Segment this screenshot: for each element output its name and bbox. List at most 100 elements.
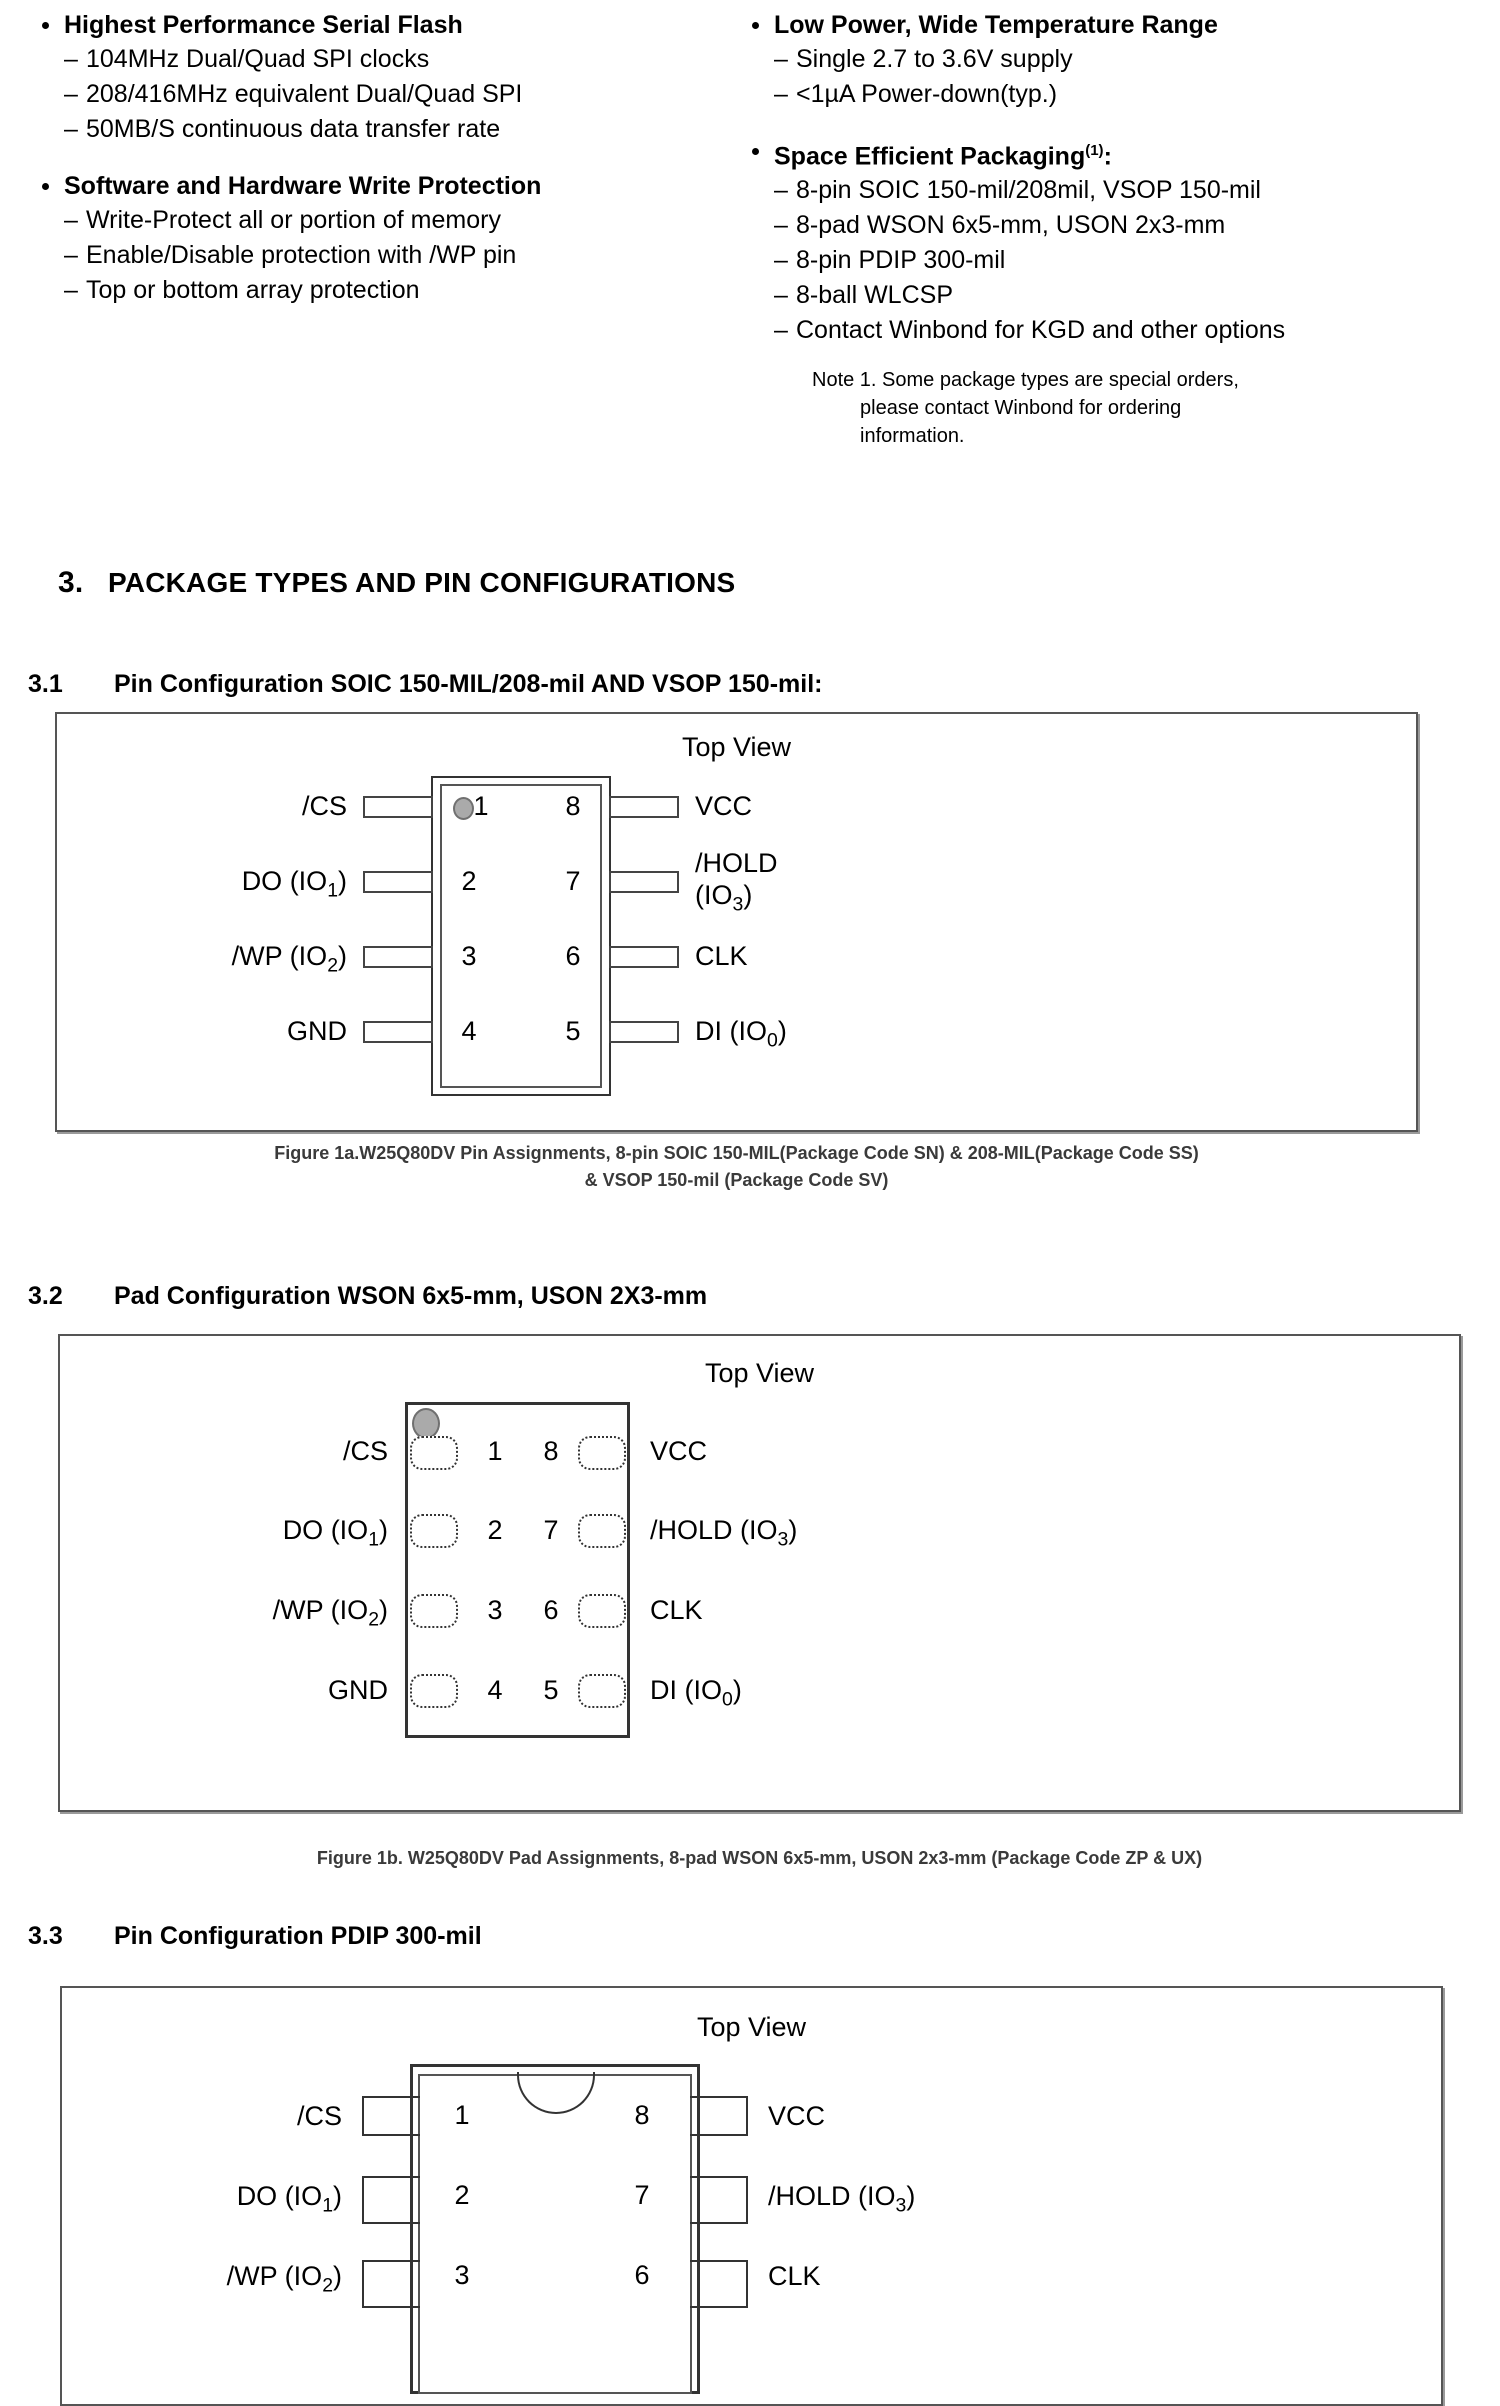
dash-icon: – xyxy=(64,206,78,234)
sub-bullet-text: 50MB/S continuous data transfer rate xyxy=(86,115,501,143)
bullet-group: Low Power, Wide Temperature Range – Sing… xyxy=(740,8,1480,112)
bullet-heading: Low Power, Wide Temperature Range xyxy=(740,8,1480,42)
sub-bullet-item: – Top or bottom array protection xyxy=(30,273,720,308)
pin-label-clk: CLK xyxy=(695,940,748,972)
pin-label-text: /HOLD (IO xyxy=(768,2181,896,2211)
bullet-heading-text: Highest Performance Serial Flash xyxy=(64,11,463,39)
pin-label-tail: ) xyxy=(379,1515,388,1545)
pin-label-subscript: 1 xyxy=(368,1528,379,1551)
section-heading: 3.PACKAGE TYPES AND PIN CONFIGURATIONS xyxy=(58,566,735,600)
figure-1b-caption: Figure 1b. W25Q80DV Pad Assignments, 8-p… xyxy=(58,1845,1461,1872)
subsection-heading-3-3: 3.3 Pin Configuration PDIP 300-mil xyxy=(28,1922,482,1951)
lead-right-5 xyxy=(609,1021,679,1043)
dash-icon: – xyxy=(774,176,788,205)
pin-label-text: VCC xyxy=(695,791,753,821)
note-line: information. xyxy=(860,425,965,448)
pin-number-1: 1 xyxy=(473,791,489,821)
sub-bullet-text: 8-pin PDIP 300-mil xyxy=(796,246,1006,275)
sub-bullet-list: – 8-pin SOIC 150-mil/208mil, VSOP 150-mi… xyxy=(740,173,1480,348)
pin1-dot-icon xyxy=(412,1408,440,1439)
pin-number-7: 7 xyxy=(565,866,581,896)
pin-label-text: GND xyxy=(287,1016,347,1046)
pin1-dot-icon xyxy=(453,797,474,820)
pin-label-subscript: 1 xyxy=(327,879,338,902)
dash-icon: – xyxy=(64,276,78,304)
bullet-heading-suffix: : xyxy=(1103,142,1112,171)
figure-1a-caption: Figure 1a.W25Q80DV Pin Assignments, 8-pi… xyxy=(55,1140,1418,1194)
pin-label-text: DO (IO xyxy=(282,1515,369,1545)
dash-icon: – xyxy=(64,115,78,143)
lead-left-4 xyxy=(363,1021,433,1043)
subsection-number: 3.3 xyxy=(28,1922,63,1950)
pin-label-di: DI (IO0) xyxy=(650,1674,742,1715)
pin-number-8: 8 xyxy=(634,2100,650,2130)
pin-number-6: 6 xyxy=(634,2260,650,2290)
bullet-group: Highest Performance Serial Flash – 104MH… xyxy=(30,8,720,147)
subsection-number: 3.1 xyxy=(28,670,63,698)
pin-label-text: /HOLD (IO xyxy=(650,1515,778,1545)
figure-1c-frame: Top View 1 2 3 8 7 6 /CS DO (IO1) /WP (I… xyxy=(60,1986,1443,2406)
caption-line: & VSOP 150-mil (Package Code SV) xyxy=(584,1170,889,1190)
lead-right-7 xyxy=(609,871,679,893)
dip-lead-right-8 xyxy=(690,2096,748,2136)
packaging-note: Note 1. Some package types are special o… xyxy=(812,366,1480,450)
pin-label-gnd: GND xyxy=(117,1015,347,1047)
sub-bullet-text: 8-ball WLCSP xyxy=(796,281,953,310)
caption-line: Figure 1b. W25Q80DV Pad Assignments, 8-p… xyxy=(316,1848,1203,1868)
pin-label-hold: /HOLD (IO3) xyxy=(768,2180,915,2221)
pad-right-7 xyxy=(578,1514,626,1548)
sub-bullet-text: 8-pad WSON 6x5-mm, USON 2x3-mm xyxy=(796,211,1226,240)
top-view-label: Top View xyxy=(696,2012,807,2042)
pin-label-cs: /CS xyxy=(117,790,347,822)
pin-number-6: 6 xyxy=(565,941,581,971)
sub-bullet-item: – Single 2.7 to 3.6V supply xyxy=(740,42,1480,77)
bullet-heading-text: Space Efficient Packaging xyxy=(774,142,1086,171)
note-reference: (1) xyxy=(1085,142,1104,159)
pad-left-4 xyxy=(410,1674,458,1708)
top-view-label: Top View xyxy=(704,1358,815,1388)
dash-icon: – xyxy=(64,80,78,108)
pin-label-tail: ) xyxy=(333,2181,342,2211)
dash-icon: – xyxy=(774,45,788,73)
pin-label-io: (IO xyxy=(695,880,733,910)
pin-number-3: 3 xyxy=(461,941,477,971)
pin-label-tail: ) xyxy=(743,880,753,910)
dash-icon: – xyxy=(774,211,788,240)
bullet-list-left: Highest Performance Serial Flash – 104MH… xyxy=(30,8,720,308)
sub-bullet-item: – Contact Winbond for KGD and other opti… xyxy=(740,313,1480,348)
subsection-title: Pin Configuration PDIP 300-mil xyxy=(114,1922,482,1950)
figure-1a-frame: Top View 1 2 3 4 8 7 6 5 /CS DO (IO1) /W… xyxy=(55,712,1418,1132)
bullet-heading: Highest Performance Serial Flash xyxy=(30,8,720,42)
pin-label-hold: /HOLD (IO3) xyxy=(695,847,778,920)
lead-right-8 xyxy=(609,796,679,818)
pin-label-text: /CS xyxy=(301,791,347,821)
pin-label-vcc: VCC xyxy=(768,2100,825,2132)
pin-label-text: /CS xyxy=(342,1436,388,1466)
pin-label-cs: /CS xyxy=(120,1435,388,1467)
sub-bullet-item: – Enable/Disable protection with /WP pin xyxy=(30,238,720,273)
dip-lead-left-3 xyxy=(362,2260,420,2308)
pin-number-2: 2 xyxy=(487,1515,503,1545)
pin-label-tail: ) xyxy=(777,1016,787,1046)
pin-label-text: DO (IO xyxy=(236,2181,323,2211)
dip-lead-right-6 xyxy=(690,2260,748,2308)
pin-label-gnd: GND xyxy=(120,1674,388,1706)
pin-number-3: 3 xyxy=(487,1595,503,1625)
pin-label-subscript: 0 xyxy=(722,1688,733,1711)
pin-label-tail: ) xyxy=(379,1595,388,1625)
lead-left-1 xyxy=(363,796,433,818)
sub-bullet-item: – 104MHz Dual/Quad SPI clocks xyxy=(30,42,720,77)
pin-label-text: GND xyxy=(328,1675,388,1705)
pin-number-2: 2 xyxy=(461,866,477,896)
pin-label-tail: ) xyxy=(788,1515,798,1545)
pin-number-2: 2 xyxy=(454,2180,470,2210)
figure-1b-frame: Top View 1 2 3 4 8 7 6 5 /CS DO (IO1) /W… xyxy=(58,1334,1461,1812)
chip-inner-outline xyxy=(440,784,602,1088)
pin-label-do: DO (IO1) xyxy=(117,865,347,906)
dip-lead-left-1 xyxy=(362,2096,420,2136)
bullet-heading: Space Efficient Packaging(1): xyxy=(740,134,1480,173)
pin-number-7: 7 xyxy=(543,1515,559,1545)
pin-label-wp: /WP (IO2) xyxy=(122,2260,342,2301)
features-right-column: Low Power, Wide Temperature Range – Sing… xyxy=(740,8,1480,450)
bullet-group: Software and Hardware Write Protection –… xyxy=(30,169,720,308)
